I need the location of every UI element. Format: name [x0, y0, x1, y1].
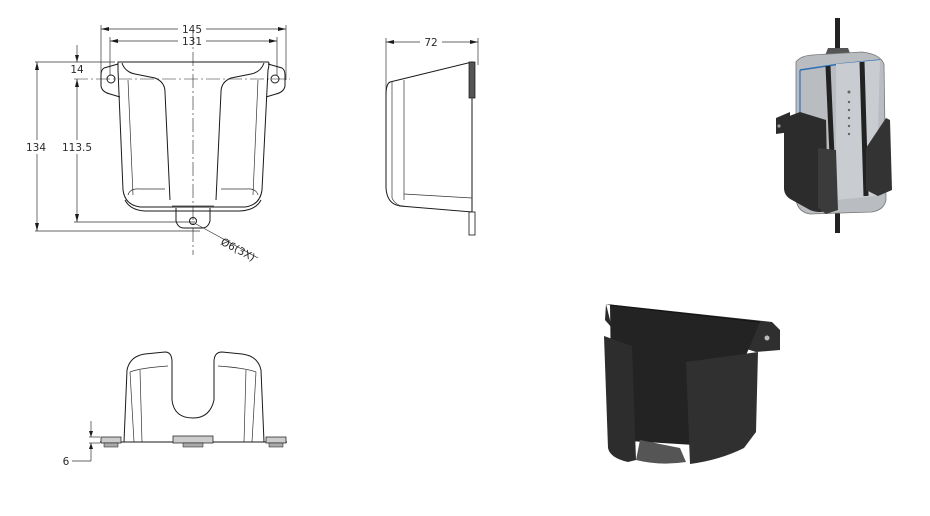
front-view: 145 131 134 113.5 14	[24, 22, 290, 264]
dim-14: 14	[70, 64, 84, 76]
side-view: 72	[385, 35, 479, 236]
bottom-view: 6	[63, 351, 287, 468]
dim-113-5: 113.5	[62, 142, 92, 154]
led-indicators	[847, 90, 851, 136]
render-holder-empty	[604, 304, 780, 464]
hole-callout: Ø6(3X)	[219, 236, 257, 264]
dim-134: 134	[26, 142, 46, 154]
dim-145: 145	[182, 24, 202, 36]
render-holder-with-device	[776, 18, 892, 233]
dim-6: 6	[63, 456, 70, 468]
dim-131: 131	[182, 36, 202, 48]
dim-72: 72	[424, 37, 437, 49]
